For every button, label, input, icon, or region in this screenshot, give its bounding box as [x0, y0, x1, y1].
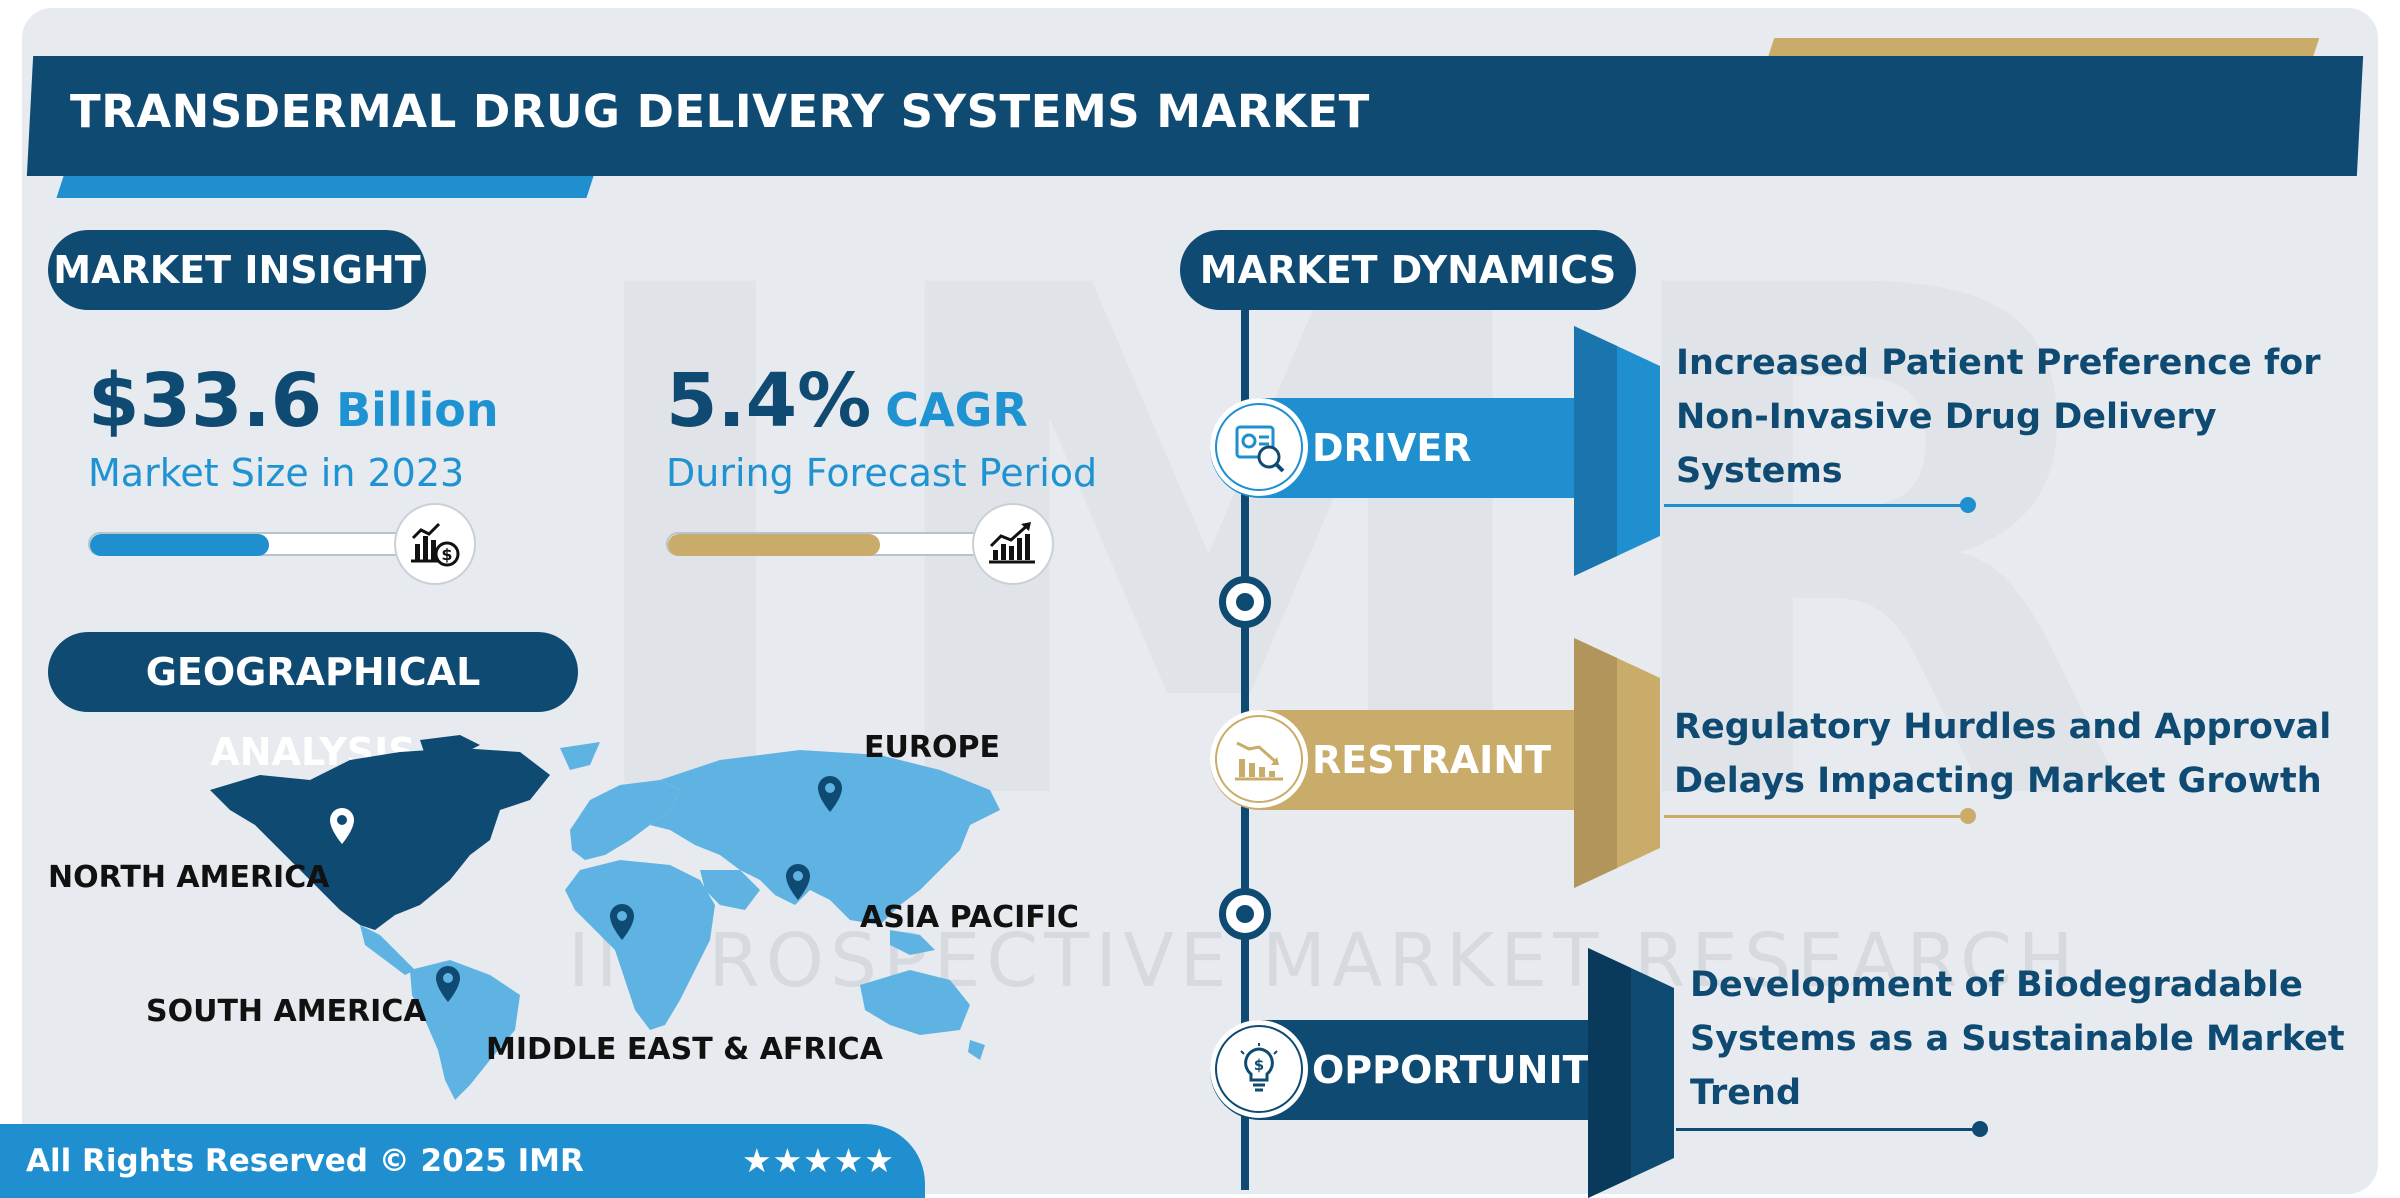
timeline-dot — [1219, 888, 1271, 940]
market-insight-heading: MARKET INSIGHT — [48, 230, 426, 310]
driver-icon-ring — [1210, 398, 1308, 496]
svg-text:$: $ — [441, 545, 452, 564]
pin-south-america — [436, 966, 460, 1002]
north-america-shape — [210, 748, 550, 930]
pin-north-america — [330, 808, 354, 844]
market-size-progress-fill — [90, 534, 270, 556]
driver-connector-dot — [1960, 497, 1976, 513]
region-north-america: NORTH AMERICA — [48, 860, 330, 895]
driver-connector — [1664, 504, 1964, 507]
dollar-lightbulb-icon: $ — [1217, 1027, 1301, 1111]
market-size-value: $33.6 — [88, 358, 323, 444]
opportunity-connector — [1676, 1128, 1982, 1131]
market-dynamics-heading: MARKET DYNAMICS — [1180, 230, 1636, 310]
cagr-unit: CAGR — [885, 383, 1028, 437]
south-america-shape — [410, 960, 520, 1100]
cagr-progress-fill — [668, 534, 880, 556]
declining-chart-icon — [1217, 717, 1301, 801]
timeline-dot — [1219, 576, 1271, 628]
asia-shape — [650, 750, 1000, 925]
cagr-figure: 5.4%CAGR — [666, 356, 1028, 446]
cagr-progress — [666, 532, 996, 556]
opportunity-description: Development of Biodegradable Systems as … — [1690, 965, 2345, 1113]
region-south-america: SOUTH AMERICA — [146, 994, 427, 1029]
geo-analysis-heading: GEOGRAPHICAL ANALYSIS — [48, 632, 578, 774]
pin-asia-pacific — [786, 864, 810, 900]
restraint-connector — [1664, 815, 1964, 818]
driver-label: DRIVER — [1312, 426, 1472, 470]
opportunity-chevron — [1588, 948, 1674, 1198]
watermark-text: INTROSPECTIVE MARKET RESEARCH — [568, 918, 2080, 1004]
region-middle-east-africa: MIDDLE EAST & AFRICA — [486, 1032, 883, 1067]
footer-bar — [0, 1124, 925, 1198]
restraint-description: Regulatory Hurdles and Approval Delays I… — [1674, 707, 2332, 801]
market-size-label: Market Size in 2023 — [88, 451, 465, 495]
restraint-icon-ring — [1210, 710, 1308, 808]
footer-copyright: All Rights Reserved © 2025 IMR — [26, 1143, 584, 1179]
world-map — [210, 735, 1000, 1100]
restraint-chevron — [1574, 638, 1660, 888]
analytics-report-icon — [1217, 405, 1301, 489]
region-asia-pacific: ASIA PACIFIC — [860, 900, 1079, 935]
market-size-progress — [88, 532, 418, 556]
opportunity-label: OPPORTUNITY — [1312, 1048, 1617, 1092]
pin-middle-east-africa — [610, 904, 634, 940]
restraint-label: RESTRAINT — [1312, 738, 1552, 782]
title-accent-blue — [56, 176, 594, 198]
market-size-unit: Billion — [336, 383, 499, 437]
driver-chevron — [1574, 326, 1660, 576]
restraint-connector-dot — [1960, 808, 1976, 824]
svg-text:$: $ — [1254, 1056, 1264, 1074]
cagr-label: During Forecast Period — [666, 451, 1098, 495]
opportunity-icon-ring: $ — [1210, 1020, 1308, 1118]
chart-dollar-icon: $ — [394, 503, 476, 585]
opportunity-connector-dot — [1972, 1121, 1988, 1137]
cagr-value: 5.4% — [666, 358, 872, 444]
trend-up-chart-icon — [972, 503, 1054, 585]
driver-description: Increased Patient Preference for Non-Inv… — [1676, 343, 2321, 491]
pin-europe — [818, 776, 842, 812]
rating-stars: ★★★★★ — [742, 1141, 895, 1180]
africa-shape — [565, 860, 715, 1030]
page-title: TRANSDERMAL DRUG DELIVERY SYSTEMS MARKET — [70, 85, 1370, 138]
region-europe: EUROPE — [864, 730, 1000, 765]
